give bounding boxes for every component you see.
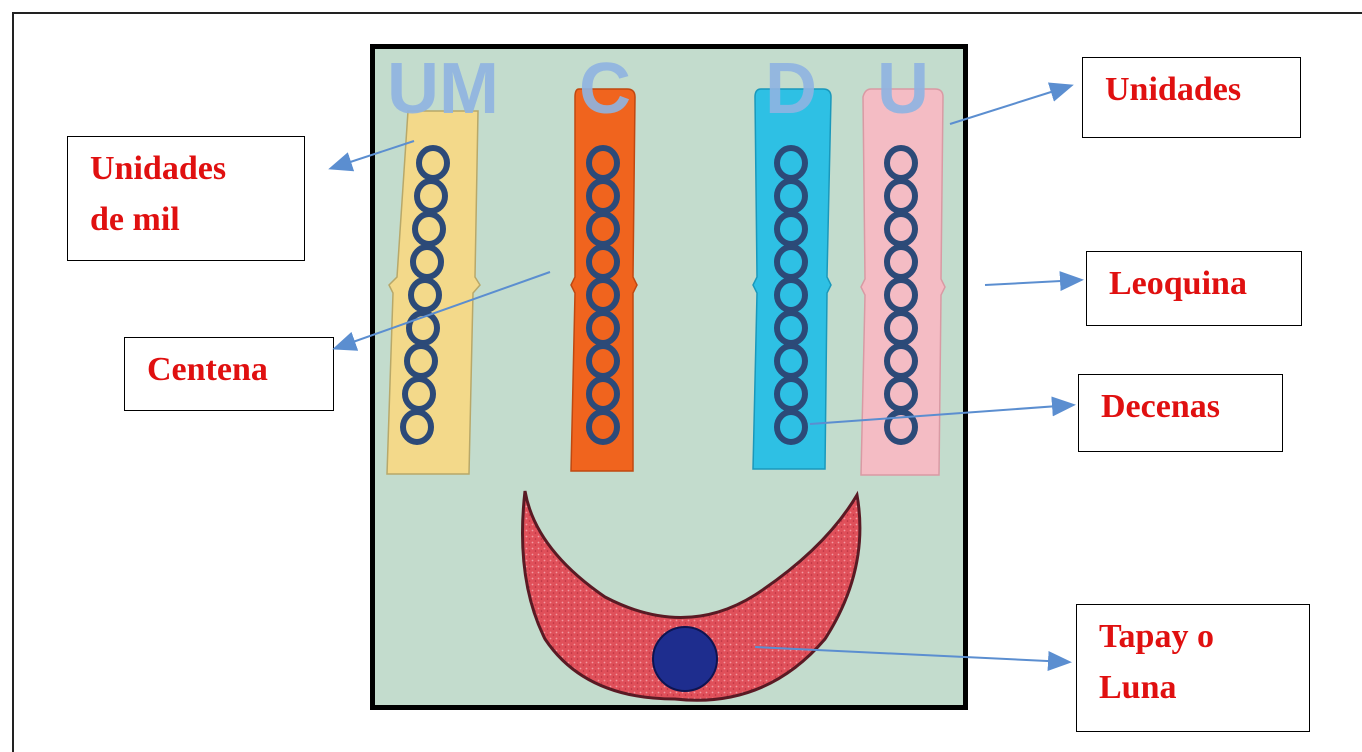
label-tapay-o-luna: Tapay o Luna <box>1076 604 1310 732</box>
column-letter-d: D <box>765 49 817 129</box>
ring-columns <box>403 148 915 442</box>
label-leoquina: Leoquina <box>1086 251 1302 326</box>
label-unidades: Unidades <box>1082 57 1301 138</box>
label-centena: Centena <box>124 337 334 411</box>
abacus-illustration: UM C D U <box>375 49 963 705</box>
column-letter-um: UM <box>387 49 499 129</box>
label-decenas: Decenas <box>1078 374 1283 452</box>
abacus-photo: UM C D U <box>370 44 968 710</box>
moon-hole <box>653 627 717 691</box>
strip-um <box>387 111 480 474</box>
label-unidades-de-mil: Unidades de mil <box>67 136 305 261</box>
column-letter-u: U <box>877 49 929 129</box>
column-letter-c: C <box>579 49 631 129</box>
